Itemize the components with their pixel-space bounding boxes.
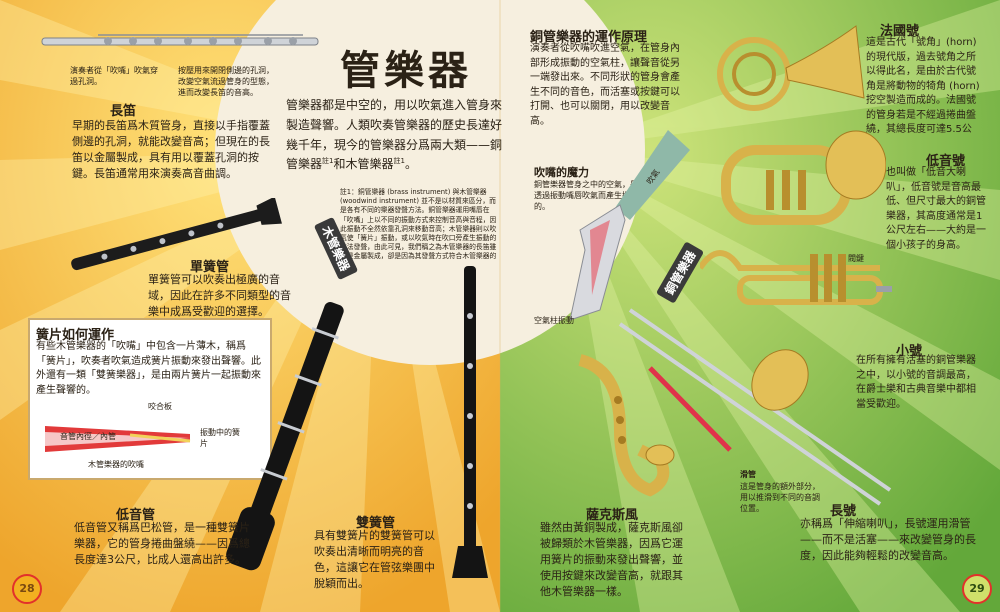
page-number-left: 28 [12,574,42,604]
tuba-text: 也叫做「低音大喇叭」，低音號是音高最低、但尺寸最大的銅管樂器，其高度通常是1公尺… [886,167,986,251]
bassoon-text: 低音管又稱爲巴松管，是一種雙簧片樂器，它的管身捲曲盤繞——因爲總長度達3公尺，比… [74,521,250,566]
trombone-heading: 長號 [830,504,857,519]
air-column-label: 空氣柱振動 [534,316,574,325]
flute-heading: 長笛 [110,104,137,119]
intro-end: 。 [404,157,417,172]
flute-label-mouth: 演奏者從「吹嘴」吹氣穿過孔洞。 [70,66,158,86]
tuba-illustration [721,130,886,225]
trumpet-text: 在所有擁有活塞的銅管樂器之中，以小號的音調最高，在爵士樂和古典音樂中都相當受歡迎… [856,355,976,410]
lips-heading: 吹嘴的魔力 [534,166,589,179]
brass-how-text: 演奏者從吹嘴吹進空氣，在管身內部形成振動的空氣柱，讓聲音從另一端發出來。不同形狀… [530,43,680,127]
reed-box-heading: 簧片如何運作 [36,328,115,343]
horn-heading: 法國號 [880,24,920,39]
oboe-illustration [452,266,488,578]
intro-note-2: 註1 [393,157,405,166]
intro-body: 管樂器都是中空的，用以吹氣進入管身來製造聲響。人類吹奏管樂器的歷史長達好幾千年，… [286,98,503,172]
horn-illustration [717,25,865,111]
sax-text: 雖然由黃銅製成，薩克斯風卻被歸類於木管樂器，因爲它運用簧片的振動來發出聲響，並使… [540,521,683,598]
flute-illustration [41,34,319,46]
reed-label-mouthpiece: 咬合板 [148,402,172,411]
clarinet-text: 單簧管可以吹奏出極廣的音域，因此在許多不同類型的音樂中成爲受歡迎的選擇。 [148,273,291,318]
reed-box-text: 有些木管樂器的「吹嘴」中包含一片薄木，稱爲「簧片」，吹奏者吹氣造成簧片振動來發出… [36,341,261,396]
flute-label-keys: 按壓用來開閉側邊的孔洞，改變空氣流過管身的型態，進而改變長笛的音高。 [178,66,274,97]
reed-label-inner: 音管內徑／內管 [60,432,116,441]
clarinet-heading: 單簧管 [190,260,230,275]
trombone-illustration [618,308,892,506]
bassoon-heading: 低音管 [116,508,156,523]
reed-diagram [45,426,191,452]
tuba-heading: 低音號 [926,154,966,169]
reed-info-box [28,318,272,480]
oboe-text: 具有雙簧片的雙簧管可以吹奏出清晰而明亮的音色，這讓它在管弦樂團中脫穎而出。 [314,529,435,590]
slide-text: 這是管身的額外部分，用以推滑到不同的音調位置。 [740,482,820,513]
reed-label-mouthpiece-of: 木管樂器的吹嘴 [88,460,144,469]
page-title: 管樂器 [340,48,472,94]
flute-text: 早期的長笛爲木質管身，直接以手指覆蓋側邊的孔洞，就能改變音高；但現在的長笛以金屬… [72,119,270,180]
trumpet-heading: 小號 [896,344,923,359]
intro-text: 管樂器都是中空的，用以吹氣進入管身來製造聲響。人類吹奏管樂器的歷史長達好幾千年，… [286,96,504,175]
trumpet-illustration [700,250,892,305]
trombone-text: 亦稱爲「伸縮喇叭」，長號運用滑管——而不是活塞——來改變管身的長度，因此能夠輕鬆… [800,517,976,562]
clarinet-illustration [71,198,282,271]
slide-label: 滑管 [740,470,756,479]
bassoon-illustration [226,302,344,571]
intro-mid: 和木管樂器 [333,157,394,172]
page-number-right: 29 [962,574,992,604]
brass-how-heading: 銅管樂器的運作原理 [530,30,648,45]
lips-text: 銅管樂器管身之中的空氣，是透過振動嘴唇吹氣而產生振動的。 [534,180,638,211]
sax-illustration [578,354,675,497]
valve-label: 閥鍵 [848,254,864,263]
intro-note-1: 註1 [322,157,334,166]
reed-label-vibrate: 振動中的簧片 [200,428,240,448]
oboe-heading: 雙簧管 [356,516,396,531]
sax-heading: 薩克斯風 [586,508,639,523]
mouthpiece-diagram [569,130,690,321]
